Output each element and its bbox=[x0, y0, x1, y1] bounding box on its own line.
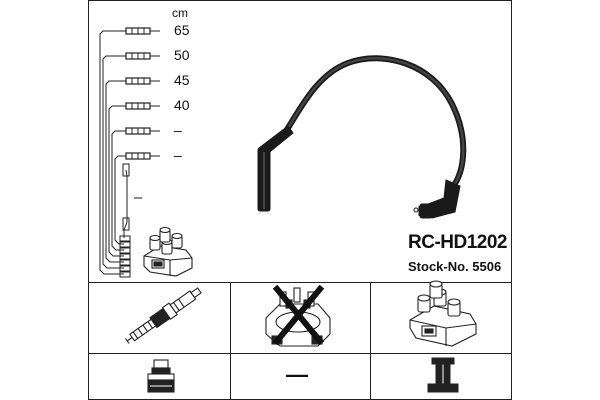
cable-length-1: 65 bbox=[174, 22, 190, 38]
cable-length-4: 40 bbox=[174, 97, 190, 113]
coil-boot-icon bbox=[413, 179, 461, 219]
unit-label: cm bbox=[172, 6, 188, 20]
spark-plug-connector-icon bbox=[147, 359, 175, 393]
ignition-cable-icon bbox=[283, 55, 467, 191]
cross-icon bbox=[272, 284, 325, 346]
cable-length-6: – bbox=[174, 147, 182, 163]
spark-plug-icon bbox=[125, 287, 202, 344]
cable-length-2: 50 bbox=[174, 47, 190, 63]
cable-length-5: – bbox=[174, 122, 182, 138]
cap-connector-value: — bbox=[286, 362, 308, 387]
coil-pack-icon bbox=[143, 226, 193, 277]
cable-length-3: 45 bbox=[174, 72, 190, 88]
model-number: RC-HD1202 bbox=[408, 232, 507, 253]
stock-number: Stock-No. 5506 bbox=[408, 259, 502, 274]
cable-set-icon bbox=[99, 27, 160, 278]
plug-boot-icon bbox=[257, 125, 294, 212]
coil-connector-icon bbox=[427, 357, 459, 393]
ignition-coil-icon bbox=[409, 280, 477, 347]
